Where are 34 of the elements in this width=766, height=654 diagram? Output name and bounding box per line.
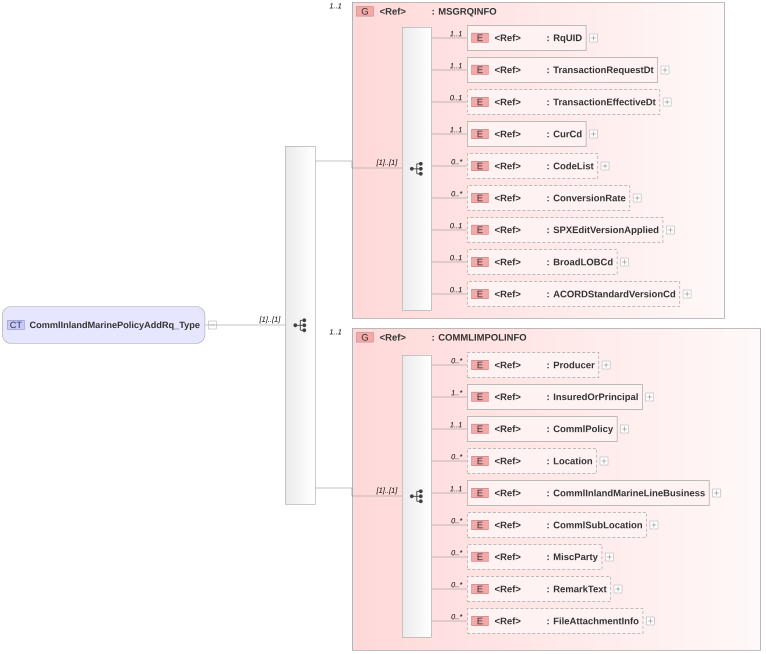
element-box: E <Ref> : CommlSubLocation [467, 512, 647, 538]
sequence-bar [402, 27, 432, 311]
sequence-bar [285, 146, 316, 505]
connector-line [431, 428, 468, 430]
connector-line [431, 492, 468, 494]
element-box: E <Ref> : InsuredOrPrincipal [467, 384, 643, 410]
element-box: E <Ref> : Producer [467, 352, 600, 378]
connector-line [431, 620, 468, 622]
element-box: E <Ref> : ACORDStandardVersionCd [467, 281, 680, 307]
connector-line [431, 364, 468, 366]
connector-line [315, 160, 402, 168]
connector-line [431, 524, 468, 526]
element-box: E <Ref> : CommlInlandMarineLineBusiness [467, 480, 710, 506]
element-box: E <Ref> : TransactionRequestDt [467, 57, 658, 83]
element-box: E <Ref> : CurCd [467, 121, 586, 147]
sequence-bar [402, 355, 432, 638]
element-box: E <Ref> : FileAttachmentInfo [467, 608, 644, 634]
element-box: E <Ref> : RemarkText [467, 576, 612, 602]
connector-line [431, 588, 468, 590]
element-box: E <Ref> : RqUID [467, 25, 586, 51]
element-box: E <Ref> : CommlPolicy [467, 416, 618, 442]
element-box: E <Ref> : SPXEditVersionApplied [467, 217, 664, 243]
element-box: E <Ref> : MiscParty [467, 544, 602, 570]
element-box: E <Ref> : TransactionEffectiveDt [467, 89, 660, 115]
type-box: CT CommlInlandMarinePolicyAddRq_Type [2, 306, 206, 344]
connector-line [431, 460, 468, 462]
element-box: E <Ref> : Location [467, 448, 597, 474]
element-box: E <Ref> : BroadLOBCd [467, 249, 618, 275]
connector-line [431, 556, 468, 558]
element-box: E <Ref> : CodeList [467, 153, 598, 179]
connector-line [204, 324, 286, 326]
connector-line [315, 488, 402, 496]
connector-line [431, 396, 468, 398]
element-box: E <Ref> : ConversionRate [467, 185, 630, 211]
